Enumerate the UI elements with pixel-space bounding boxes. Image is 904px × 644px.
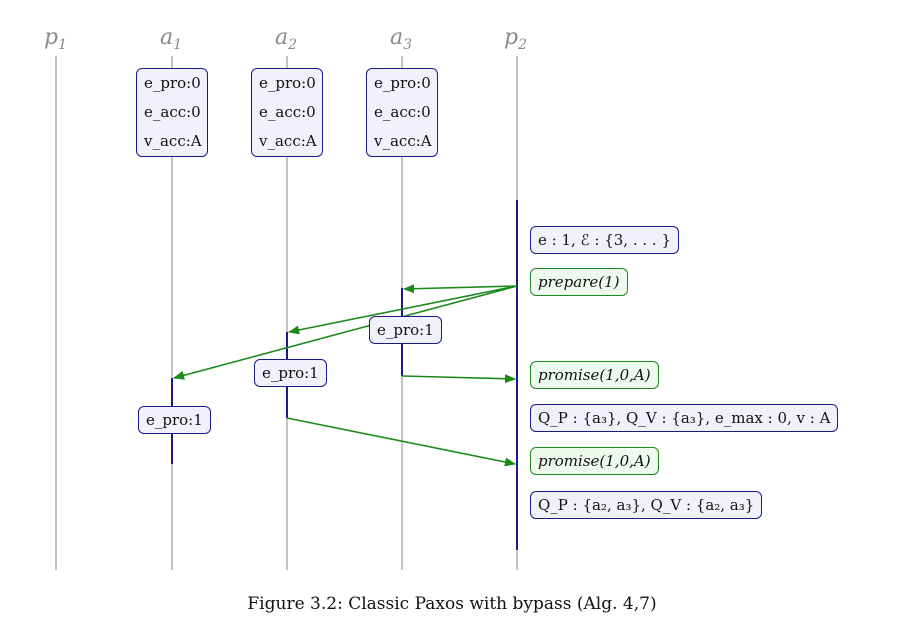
state-line-epro: e_pro:0 <box>144 74 201 92</box>
lane-label-a1: a1 <box>160 25 182 53</box>
state-box-a2-initial: e_pro:0 e_acc:0 v_acc:A <box>251 68 323 157</box>
prepare-message-box: prepare(1) <box>530 268 628 296</box>
state-line-vacc: v_acc:A <box>374 132 432 150</box>
state-line-eacc: e_acc:0 <box>144 103 201 121</box>
state-box-a3-update: e_pro:1 <box>369 316 442 344</box>
lane-label-a2: a2 <box>275 25 297 53</box>
arrow-prepare-to-a3 <box>402 284 518 294</box>
state-line-vacc: v_acc:A <box>259 132 317 150</box>
quorum-box-2: Q_P : {a₂, a₃}, Q_V : {a₂, a₃} <box>530 491 763 519</box>
state-line-epro: e_pro:0 <box>374 74 431 92</box>
lane-label-a3: a3 <box>390 25 412 53</box>
promise-message-box-1: promise(1,0,A) <box>530 361 659 389</box>
epoch-box: e : 1, ℰ : {3, . . . } <box>530 226 679 254</box>
state-box-a2-update: e_pro:1 <box>254 359 327 387</box>
state-box-a1-update: e_pro:1 <box>138 406 211 434</box>
state-box-a3-initial: e_pro:0 e_acc:0 v_acc:A <box>366 68 438 157</box>
arrow-promise-from-a3 <box>401 374 517 384</box>
state-line-vacc: v_acc:A <box>144 132 202 150</box>
lane-label-p1: p1 <box>44 25 67 53</box>
promise-message-box-2: promise(1,0,A) <box>530 447 659 475</box>
lane-label-p2: p2 <box>504 25 527 53</box>
state-box-a1-initial: e_pro:0 e_acc:0 v_acc:A <box>136 68 208 157</box>
arrow-prepare-to-a2 <box>287 285 518 335</box>
figure-caption: Figure 3.2: Classic Paxos with bypass (A… <box>247 594 657 614</box>
arrow-promise-from-a2 <box>286 417 517 467</box>
arrow-prepare-to-a1 <box>172 285 518 380</box>
quorum-box-1: Q_P : {a₃}, Q_V : {a₃}, e_max : 0, v : A <box>530 404 839 432</box>
state-line-epro: e_pro:0 <box>259 74 316 92</box>
state-line-eacc: e_acc:0 <box>374 103 431 121</box>
state-line-eacc: e_acc:0 <box>259 103 316 121</box>
